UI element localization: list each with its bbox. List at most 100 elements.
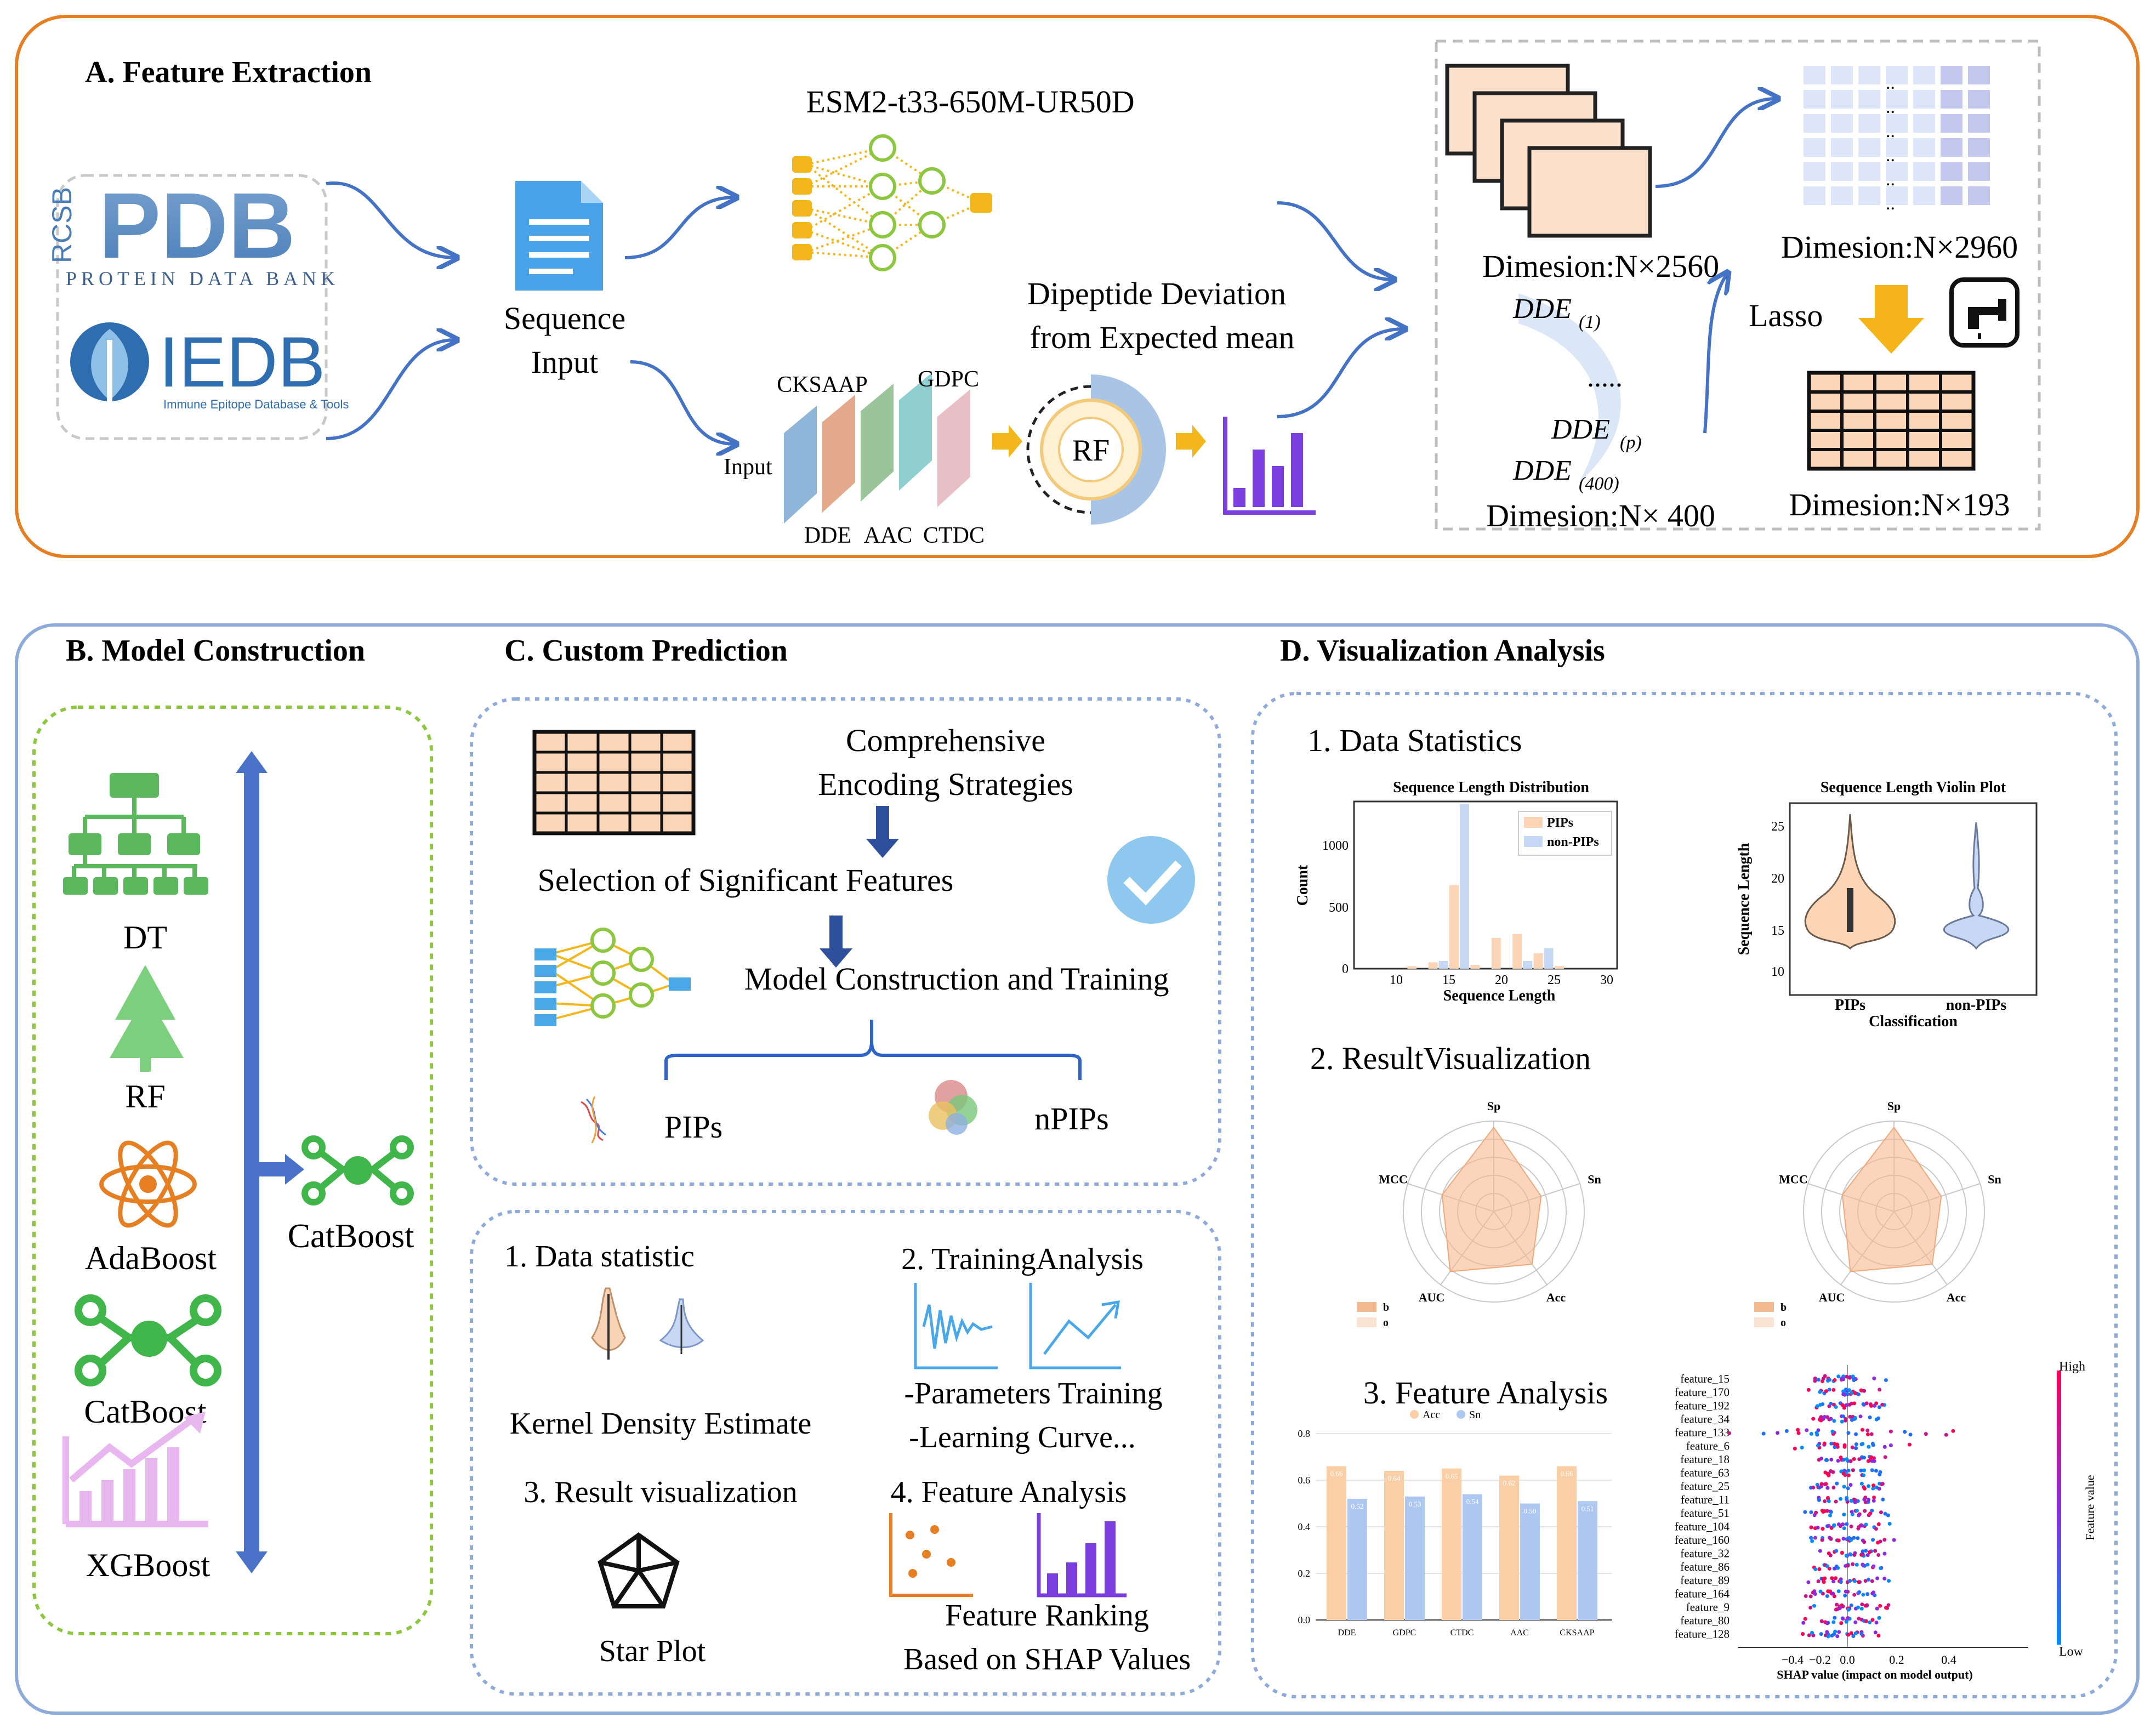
hist-xlabel: Sequence Length bbox=[1443, 987, 1556, 1004]
shap-point bbox=[1839, 1577, 1843, 1582]
shap-point bbox=[1825, 1621, 1829, 1625]
shap-point bbox=[1845, 1457, 1849, 1462]
shap-point bbox=[1819, 1632, 1823, 1636]
shap-point bbox=[1841, 1458, 1846, 1462]
hist-xtick-25: 25 bbox=[1548, 973, 1561, 987]
metric-bar-label: 0.66 bbox=[1561, 1470, 1573, 1478]
encoder-ctdc: CTDC bbox=[923, 523, 985, 548]
shap-point bbox=[1858, 1414, 1863, 1419]
shap-point bbox=[1828, 1513, 1832, 1517]
metric-bar bbox=[1557, 1466, 1577, 1620]
shap-point bbox=[1830, 1634, 1834, 1638]
shap-point bbox=[1861, 1562, 1865, 1567]
iedb-sub: Immune Epitope Database & Tools bbox=[163, 397, 349, 411]
shap-point bbox=[1849, 1603, 1853, 1607]
shap-point bbox=[1818, 1402, 1823, 1407]
shap-point bbox=[1857, 1457, 1862, 1462]
radar-legend-label: b bbox=[1383, 1301, 1389, 1314]
shap-point bbox=[1813, 1379, 1817, 1383]
feature-table-icon bbox=[532, 730, 696, 835]
dde-item-1-sub: (1) bbox=[1579, 312, 1601, 332]
shap-point bbox=[1865, 1592, 1870, 1596]
shap-point bbox=[1873, 1549, 1877, 1553]
violin-ytick-10: 10 bbox=[1771, 965, 1784, 979]
shap-point bbox=[1851, 1374, 1855, 1379]
output-pips: PIPs bbox=[664, 1109, 723, 1145]
radar-axis-label: Sn bbox=[1988, 1172, 2001, 1186]
shap-point bbox=[1835, 1481, 1839, 1486]
violin-pips bbox=[1804, 814, 1896, 950]
shap-feature-label: feature_15 bbox=[1680, 1372, 1730, 1385]
iedb-main: IEDB bbox=[159, 322, 325, 402]
shap-point bbox=[1838, 1497, 1842, 1501]
npips-protein-icon bbox=[929, 1080, 977, 1135]
decision-tree-icon bbox=[63, 773, 208, 895]
shap-point bbox=[1864, 1619, 1868, 1623]
section-b-title: B. Model Construction bbox=[66, 634, 365, 668]
shap-point bbox=[1806, 1580, 1811, 1584]
radar-axis-label: Sp bbox=[1487, 1099, 1500, 1113]
shap-point bbox=[1813, 1591, 1817, 1596]
panel-bcd-frame bbox=[15, 623, 2140, 1715]
shap-point bbox=[1846, 1486, 1850, 1491]
shap-point bbox=[1818, 1589, 1823, 1594]
radar-area bbox=[1841, 1126, 1942, 1272]
hist-xtick-20: 20 bbox=[1495, 973, 1508, 987]
shap-point bbox=[1835, 1445, 1840, 1449]
tool-training: 2. TrainingAnalysis bbox=[901, 1242, 1144, 1276]
lasso-label: Lasso bbox=[1749, 298, 1823, 333]
shap-point bbox=[1845, 1374, 1849, 1379]
shap-point bbox=[1836, 1522, 1841, 1527]
shap-point bbox=[1867, 1577, 1871, 1582]
shap-colorbar bbox=[2057, 1371, 2061, 1645]
shap-point bbox=[1880, 1402, 1885, 1407]
shap-point bbox=[1835, 1602, 1839, 1607]
encoder-cksaap: CKSAAP bbox=[777, 372, 868, 397]
shap-point bbox=[1814, 1431, 1819, 1435]
shap-point bbox=[1829, 1469, 1833, 1473]
encoder-dde: DDE bbox=[804, 523, 851, 548]
violin-xlabel: Classification bbox=[1869, 1013, 1958, 1030]
shap-feature-label: feature_192 bbox=[1675, 1399, 1730, 1412]
shap-point bbox=[1877, 1616, 1881, 1620]
shap-point bbox=[1820, 1538, 1824, 1542]
shap-point bbox=[1822, 1580, 1826, 1584]
shap-point bbox=[1809, 1525, 1813, 1530]
arrow-lasso-down bbox=[1858, 285, 1924, 354]
shap-point bbox=[1803, 1510, 1807, 1514]
shap-point bbox=[1841, 1617, 1845, 1621]
shap-point bbox=[1816, 1579, 1821, 1584]
tool-kde: Kernel Density Estimate bbox=[510, 1407, 812, 1441]
histogram-chart: Sequence Length Distribution Sequence Le… bbox=[1294, 779, 1618, 1004]
shap-point bbox=[1796, 1428, 1800, 1432]
bar-legend-sn-dot bbox=[1457, 1410, 1465, 1419]
shap-point bbox=[1817, 1458, 1821, 1462]
violin-ytick-25: 25 bbox=[1771, 820, 1784, 834]
database-logo-frame bbox=[56, 174, 328, 440]
shap-point bbox=[1863, 1579, 1868, 1583]
shap-point bbox=[1793, 1446, 1797, 1451]
radar-legend-swatch bbox=[1754, 1317, 1774, 1327]
shap-point bbox=[1848, 1483, 1853, 1487]
shap-point bbox=[1845, 1522, 1849, 1526]
shap-feature-label: feature_63 bbox=[1680, 1466, 1730, 1480]
bar-ytick-04: 0.4 bbox=[1298, 1521, 1311, 1532]
shap-point bbox=[1822, 1415, 1827, 1419]
shap-point bbox=[1876, 1416, 1880, 1420]
sequence-input-line2: Input bbox=[531, 344, 598, 380]
shap-point bbox=[1819, 1418, 1823, 1423]
step-encoding-line1: Comprehensive bbox=[846, 723, 1045, 758]
shap-point bbox=[1823, 1374, 1827, 1378]
shap-point bbox=[1878, 1473, 1882, 1477]
arrow-rf-to-ranking bbox=[1176, 425, 1206, 458]
prediction-workflow-frame bbox=[470, 697, 1221, 1186]
shap-xtick-04: 0.4 bbox=[1941, 1653, 1956, 1667]
shap-point bbox=[1842, 1526, 1846, 1531]
metric-bar-label: 0.62 bbox=[1503, 1479, 1516, 1487]
shap-point bbox=[1834, 1405, 1838, 1409]
shap-point bbox=[1907, 1442, 1912, 1447]
shap-point bbox=[1829, 1401, 1833, 1406]
shap-point bbox=[1866, 1497, 1870, 1502]
shap-feature-label: feature_133 bbox=[1675, 1426, 1730, 1439]
